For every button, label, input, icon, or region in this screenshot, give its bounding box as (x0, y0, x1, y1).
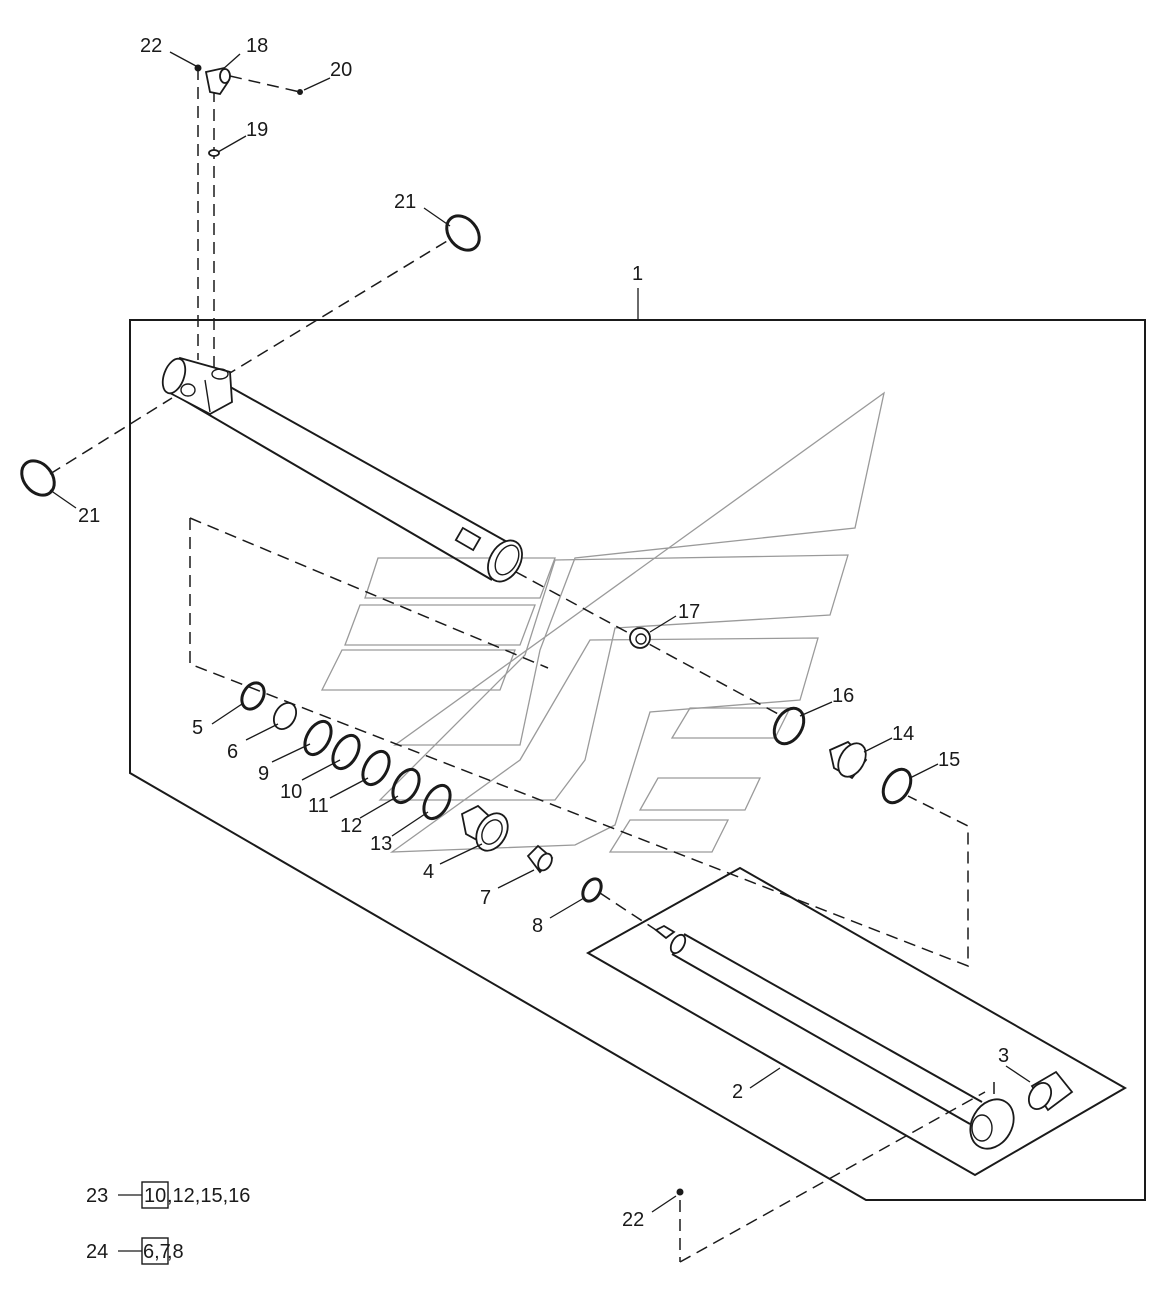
callout-10: 10 (280, 781, 302, 803)
callout-20: 20 (330, 59, 352, 81)
callout-5: 5 (192, 717, 203, 739)
callout-7: 7 (480, 887, 491, 909)
callout-13: 13 (370, 833, 392, 855)
callout-18: 18 (246, 35, 268, 57)
callout-17: 17 (678, 601, 700, 623)
callout-22-bottom: 22 (622, 1209, 644, 1231)
piston-group (460, 804, 603, 903)
kit-23-rest: ,12,15,16 (167, 1185, 250, 1207)
cylinder-barrel (161, 356, 523, 583)
callout-22-top: 22 (140, 35, 162, 57)
callout-3: 3 (998, 1045, 1009, 1067)
rod-subassembly-frame (585, 866, 1128, 1177)
callout-8: 8 (532, 915, 543, 937)
callout-19: 19 (246, 119, 268, 141)
callout-21-left: 21 (78, 505, 100, 527)
assembly-lines (49, 68, 995, 1263)
piston-rod (654, 924, 1074, 1150)
callout-16: 16 (832, 685, 854, 707)
head-group (629, 627, 913, 805)
callout-11: 11 (308, 795, 329, 817)
kit-24-id: 24 (86, 1241, 108, 1263)
watermark-logo (320, 391, 885, 853)
callout-14: 14 (892, 723, 914, 745)
kit-23-id: 23 (86, 1185, 108, 1207)
leader-lines (49, 51, 1031, 1213)
callout-2: 2 (732, 1081, 743, 1103)
pin-rings (20, 214, 481, 497)
kit-legend: 23 10 ,12,15,16 24 6,7 ,8 (86, 1181, 250, 1265)
callout-6: 6 (227, 741, 238, 763)
assembly-frame (129, 319, 1146, 1201)
kit-24-rest: ,8 (167, 1241, 184, 1263)
callout-1: 1 (632, 263, 643, 285)
grease-fitting-parts (194, 64, 684, 1196)
callout-4: 4 (423, 861, 434, 883)
callout-labels: 1 2 3 4 5 6 7 8 9 10 11 12 13 14 15 16 1… (78, 35, 1009, 1231)
callout-9: 9 (258, 763, 269, 785)
callout-12: 12 (340, 815, 362, 837)
kit-23-boxed: 10 (144, 1185, 166, 1207)
seal-rings (240, 681, 452, 821)
callout-15: 15 (938, 749, 960, 771)
kit-24-boxed: 6,7 (143, 1241, 171, 1263)
callout-21-top: 21 (394, 191, 416, 213)
